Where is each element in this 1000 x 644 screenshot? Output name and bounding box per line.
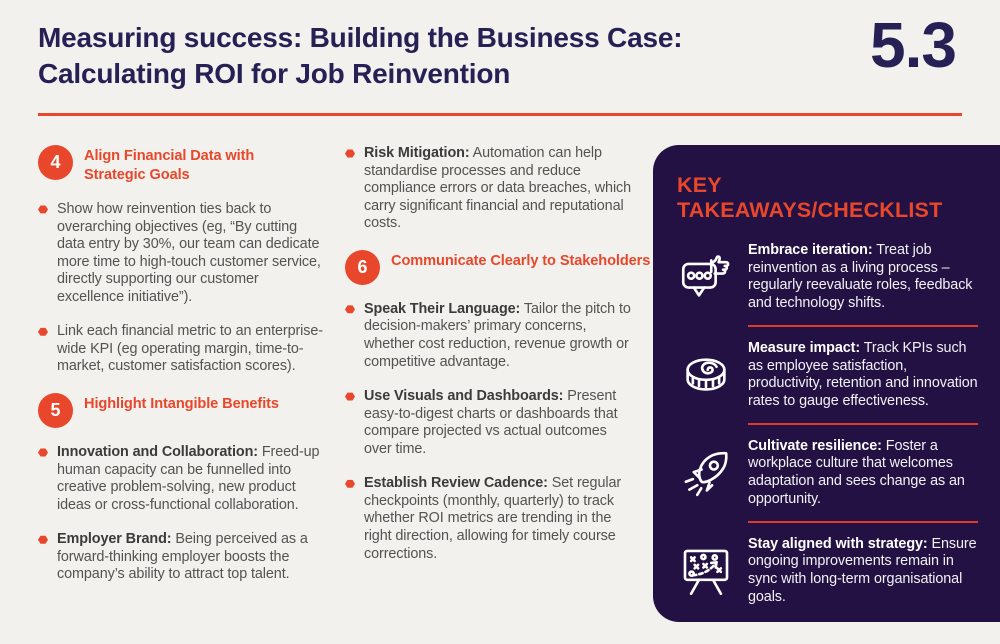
bullet-text: Innovation and Collaboration: Freed-up h… <box>57 444 320 513</box>
page-title-line1: Measuring success: Building the Business… <box>38 22 683 53</box>
list-item: Risk Mitigation: Automation can help sta… <box>345 145 637 233</box>
middle-column: Risk Mitigation: Automation can help sta… <box>345 145 650 580</box>
panel-divider <box>748 422 978 425</box>
key-takeaways-panel: KEY TAKEAWAYS/CHECKLIST Embrace iteratio… <box>653 145 1000 622</box>
list-item: Establish Review Cadence: Set regular ch… <box>345 475 637 563</box>
bullet-icon <box>345 392 355 401</box>
checklist-item-text: Embrace iteration: Treat job reinvention… <box>748 242 973 312</box>
bullet-lead: Risk Mitigation: <box>364 145 470 161</box>
checklist-item-text: Measure impact: Track KPIs such as emplo… <box>748 339 978 410</box>
bullet-text: Employer Brand: Being perceived as a for… <box>57 531 308 583</box>
strategy-board-icon <box>677 543 735 599</box>
section-number-badge: 6 <box>345 249 380 285</box>
bullet-icon <box>38 535 48 544</box>
bullet-lead: Innovation and Collaboration: <box>57 444 258 460</box>
section-heading: 4 Align Financial Data with Strategic Goa… <box>38 145 328 185</box>
bullet-text: Link each financial metric to an enterpr… <box>57 323 323 375</box>
section-heading-label: Align Financial Data with Strategic Goal… <box>84 148 255 183</box>
checklist-item-text: Cultivate resilience: Foster a workplace… <box>748 437 965 507</box>
measuring-tape-icon <box>677 347 735 403</box>
bullet-text: Show how reinvention ties back to overar… <box>57 200 321 305</box>
bullet-icon <box>345 305 355 314</box>
bullet-text: Speak Their Language: Tailor the pitch t… <box>364 300 631 370</box>
section-heading: 6 Communicate Clearly to Stakeholders <box>345 249 650 285</box>
bullet-lead: Establish Review Cadence: <box>364 475 548 492</box>
panel-title: KEY TAKEAWAYS/CHECKLIST <box>677 173 943 222</box>
section-number: 5.3 <box>870 9 957 81</box>
section-number-badge: 5 <box>38 393 73 428</box>
checklist-item-lead: Stay aligned with strategy: <box>748 535 928 552</box>
checklist-item-lead: Embrace iteration: <box>748 242 873 258</box>
bullet-text: Risk Mitigation: Automation can help sta… <box>364 145 632 232</box>
list-item: Speak Their Language: Tailor the pitch t… <box>345 301 637 371</box>
bullet-lead: Speak Their Language: <box>364 300 521 317</box>
checklist-item-text: Stay aligned with strategy: Ensure ongoi… <box>748 535 977 605</box>
page-title: Measuring success: Building the Business… <box>38 20 828 91</box>
checklist-item: Embrace iteration: Treat job reinvention… <box>677 229 978 325</box>
bullet-text: Establish Review Cadence: Set regular ch… <box>364 475 622 562</box>
bullet-icon <box>345 149 355 158</box>
list-item: Employer Brand: Being perceived as a for… <box>38 531 328 584</box>
page-title-line2: Calculating ROI for Job Reinvention <box>38 57 511 89</box>
bullet-lead: Employer Brand: <box>57 531 172 548</box>
section-number-badge: 4 <box>38 145 73 180</box>
checklist-item-lead: Cultivate resilience: <box>748 437 882 454</box>
panel-divider <box>748 520 978 523</box>
checklist-item: Stay aligned with strategy: Ensure ongoi… <box>677 523 978 619</box>
checklist-item: Cultivate resilience: Foster a workplace… <box>677 425 978 521</box>
thumbs-up-chat-icon <box>677 249 735 305</box>
list-item: Show how reinvention ties back to overar… <box>38 201 328 306</box>
rocket-icon <box>677 445 735 501</box>
list-item: Innovation and Collaboration: Freed-up h… <box>38 444 328 514</box>
bullet-icon <box>38 448 48 457</box>
bullet-lead: Use Visuals and Dashboards: <box>364 388 564 405</box>
panel-items: Embrace iteration: Treat job reinvention… <box>677 229 978 619</box>
section-heading: 5 Highlight Intangible Benefits <box>38 393 328 428</box>
checklist-item: Measure impact: Track KPIs such as emplo… <box>677 327 978 423</box>
panel-divider <box>748 324 978 327</box>
bullet-text: Use Visuals and Dashboards: Present easy… <box>364 388 618 457</box>
section-heading-label: Highlight Intangible Benefits <box>84 396 279 412</box>
bullet-icon <box>38 205 48 214</box>
bullet-icon <box>38 327 48 336</box>
list-item: Link each financial metric to an enterpr… <box>38 323 328 376</box>
header-divider <box>38 113 962 116</box>
left-column: 4 Align Financial Data with Strategic Goa… <box>38 145 328 601</box>
section-heading-label: Communicate Clearly to Stakeholders <box>391 252 651 269</box>
list-item: Use Visuals and Dashboards: Present easy… <box>345 388 637 458</box>
bullet-icon <box>345 479 355 488</box>
checklist-item-lead: Measure impact: <box>748 339 861 356</box>
